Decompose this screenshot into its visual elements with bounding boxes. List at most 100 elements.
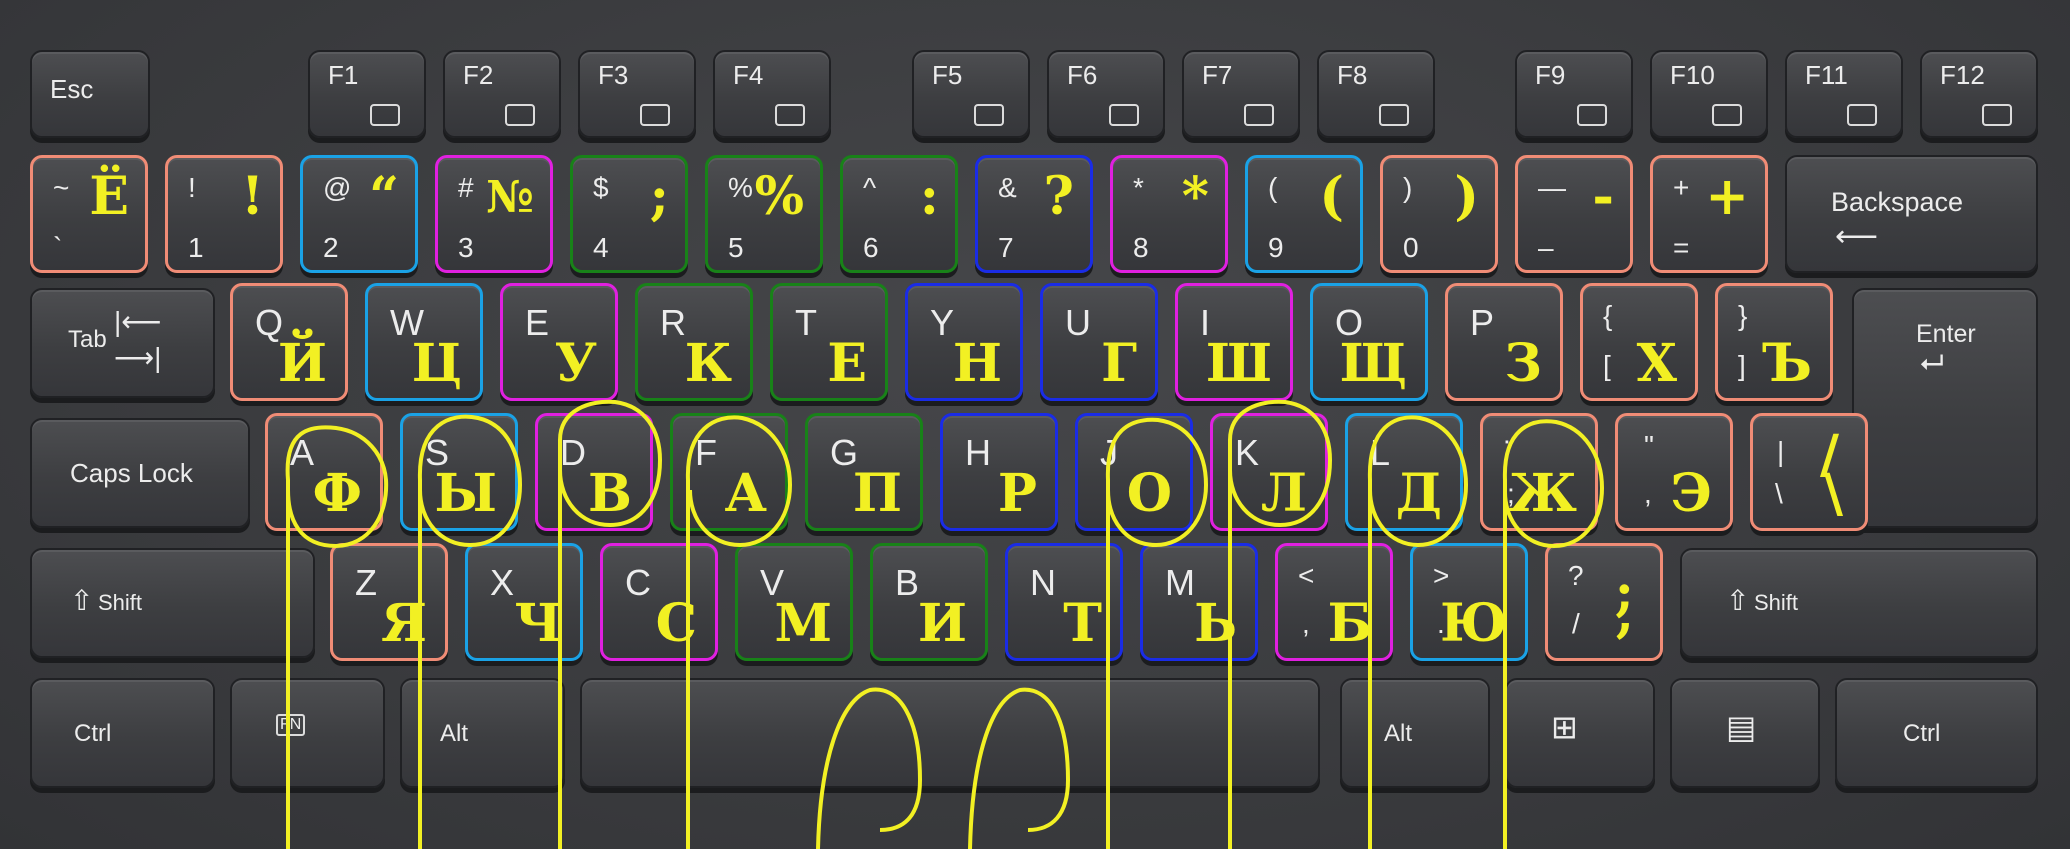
key-period[interactable]: >.Ю	[1410, 543, 1528, 661]
key-0[interactable]: )0)	[1380, 155, 1498, 273]
key-quote[interactable]: ",Э	[1615, 413, 1733, 531]
key-fn[interactable]: FN	[230, 678, 385, 788]
key-f5[interactable]: F5	[912, 50, 1030, 138]
russian-char: Ц	[411, 333, 462, 394]
russian-char: ;	[1614, 562, 1634, 623]
key-minus[interactable]: —–-	[1515, 155, 1633, 273]
key-f1[interactable]: F1	[308, 50, 426, 138]
key-right-shift[interactable]: ⇧ Shift	[1680, 548, 2038, 658]
key-lower: 1	[188, 232, 204, 263]
key-windows[interactable]: ⊞	[1505, 678, 1655, 788]
key-bracket-left[interactable]: {[Х	[1580, 283, 1698, 401]
key-backslash[interactable]: |\/\	[1750, 413, 1868, 531]
key-enter[interactable]: Enter ⮠	[1852, 288, 2038, 528]
key-upper: :	[1503, 430, 1511, 461]
key-slash[interactable]: ?/;,	[1545, 543, 1663, 661]
key-lower: 7	[998, 232, 1014, 263]
key-upper: }	[1738, 300, 1748, 331]
key-latin: Q	[255, 302, 284, 343]
key-left-ctrl[interactable]: Ctrl	[30, 678, 215, 788]
key-label: Alt	[1384, 720, 1413, 747]
key-8[interactable]: *8*	[1110, 155, 1228, 273]
key-caps-lock[interactable]: Caps Lock	[30, 418, 250, 528]
key-f8[interactable]: F8	[1317, 50, 1435, 138]
key-latin: P	[1470, 302, 1495, 343]
key-upper: <	[1298, 560, 1315, 591]
key-lower: 0	[1403, 232, 1419, 263]
key-f9[interactable]: F9	[1515, 50, 1633, 138]
key-latin: R	[660, 302, 686, 343]
key-f2[interactable]: F2	[443, 50, 561, 138]
key-tab[interactable]: Tab |⟵⟶|	[30, 288, 215, 398]
key-2[interactable]: @2“	[300, 155, 418, 273]
key-label: Caps Lock	[70, 458, 193, 488]
key-f4[interactable]: F4	[713, 50, 831, 138]
key-tilde[interactable]: ~`Ё	[30, 155, 148, 273]
key-left-alt[interactable]: Alt	[400, 678, 565, 788]
arrow-left-icon: ⟵	[1835, 220, 1879, 253]
key-f11[interactable]: F11	[1785, 50, 1903, 138]
key-5[interactable]: %5%	[705, 155, 823, 273]
key-6[interactable]: ^6:	[840, 155, 958, 273]
key-latin: T	[795, 302, 817, 343]
key-upper: *	[1133, 172, 1144, 203]
key-f3[interactable]: F3	[578, 50, 696, 138]
key-bracket-right[interactable]: }]Ъ	[1715, 283, 1833, 401]
key-label: F8	[1337, 60, 1368, 90]
key-esc[interactable]: Esc	[30, 50, 150, 138]
key-semicolon[interactable]: :;Ж	[1480, 413, 1598, 531]
russian-char: -	[1592, 166, 1614, 227]
key-right-ctrl[interactable]: Ctrl	[1835, 678, 2038, 788]
key-lower: `	[53, 232, 63, 263]
key-lower: 9	[1268, 232, 1284, 263]
key-4[interactable]: $4;	[570, 155, 688, 273]
key-menu[interactable]: ▤	[1670, 678, 1820, 788]
key-lower: ,	[1302, 608, 1310, 639]
key-left-shift[interactable]: ⇧ Shift	[30, 548, 315, 658]
key-f6[interactable]: F6	[1047, 50, 1165, 138]
key-backspace[interactable]: Backspace ⟵	[1785, 155, 2038, 273]
key-f10[interactable]: F10	[1650, 50, 1768, 138]
key-7[interactable]: &7?	[975, 155, 1093, 273]
key-f7[interactable]: F7	[1182, 50, 1300, 138]
key-space[interactable]	[580, 678, 1320, 788]
mute-icon	[775, 104, 805, 126]
key-f12[interactable]: F12	[1920, 50, 2038, 138]
mail-icon	[1712, 104, 1742, 126]
key-equals[interactable]: +=+	[1650, 155, 1768, 273]
key-9[interactable]: (9(	[1245, 155, 1363, 273]
key-1[interactable]: !1!	[165, 155, 283, 273]
key-label: F12	[1940, 60, 1985, 90]
key-comma[interactable]: <,Б	[1275, 543, 1393, 661]
key-right-alt[interactable]: Alt	[1340, 678, 1490, 788]
key-latin: G	[830, 432, 859, 473]
volume-down-icon	[505, 104, 535, 126]
